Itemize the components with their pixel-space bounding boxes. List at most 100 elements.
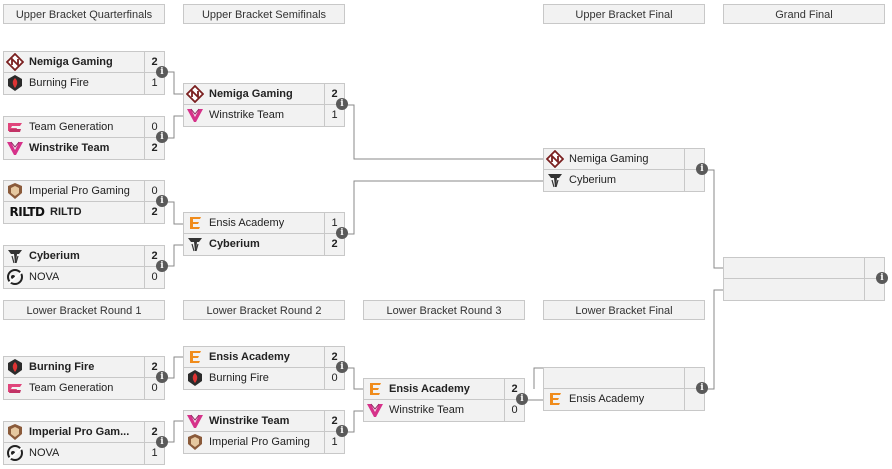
header-upper-bracket-quarterfinals: Upper Bracket Quarterfinals (3, 4, 165, 24)
empty-logo (546, 369, 564, 387)
team-row[interactable]: Nemiga Gaming 2 (3, 51, 165, 73)
team-score: 2 (144, 201, 164, 223)
winstrike-logo (366, 401, 384, 419)
header-grand-final: Grand Final (723, 4, 885, 24)
team-score: 0 (144, 116, 164, 138)
team-score (864, 278, 884, 300)
nova-logo (6, 444, 24, 462)
team-score: 2 (324, 233, 344, 255)
header-lower-bracket-round-1: Lower Bracket Round 1 (3, 300, 165, 320)
header-lower-bracket-final: Lower Bracket Final (543, 300, 705, 320)
match-info-icon[interactable]: i (336, 98, 348, 110)
match-info-icon[interactable]: i (336, 361, 348, 373)
team-row[interactable]: Nemiga Gaming (543, 148, 705, 170)
ensis-logo (186, 348, 204, 366)
team-name: Winstrike Team (209, 415, 290, 427)
match-info-icon[interactable]: i (696, 382, 708, 394)
team-score: 0 (324, 367, 344, 389)
team-score: 2 (144, 356, 164, 378)
team-row[interactable]: Imperial Pro Gam...2 (3, 421, 165, 443)
team-name: Nemiga Gaming (29, 56, 113, 68)
imperial-logo (186, 433, 204, 451)
match-info-icon[interactable]: i (336, 425, 348, 437)
team-name: NOVA (29, 447, 60, 459)
match-info-icon[interactable]: i (156, 195, 168, 207)
team-name: Cyberium (569, 174, 617, 186)
team-generation-logo (6, 379, 24, 397)
riltd-logo: RILTD (7, 203, 47, 221)
match-info-icon[interactable]: i (156, 260, 168, 272)
match-info-icon[interactable]: i (336, 227, 348, 239)
team-row[interactable]: Ensis Academy (543, 388, 705, 411)
empty-team-row[interactable] (723, 278, 885, 301)
header-lower-bracket-round-3: Lower Bracket Round 3 (363, 300, 525, 320)
match-info-icon[interactable]: i (156, 371, 168, 383)
cyberium-logo (186, 235, 204, 253)
ensis-logo (186, 214, 204, 232)
cyberium-logo (546, 171, 564, 189)
empty-team-row[interactable] (723, 257, 885, 279)
team-score: 1 (144, 72, 164, 94)
team-score: 1 (324, 212, 344, 234)
burning-fire-logo (186, 369, 204, 387)
team-row[interactable]: Winstrike Team 2 (183, 410, 345, 432)
team-score: 0 (144, 266, 164, 288)
team-row[interactable]: Cyberium (543, 169, 705, 192)
team-name: Ensis Academy (389, 383, 470, 395)
ensis-logo (366, 380, 384, 398)
team-score: 2 (144, 51, 164, 73)
team-name: Cyberium (209, 238, 260, 250)
team-score: 2 (324, 410, 344, 432)
empty-team-row[interactable] (543, 367, 705, 389)
team-name: Ensis Academy (209, 351, 290, 363)
match-gf[interactable]: i (723, 257, 888, 301)
match-info-icon[interactable]: i (156, 66, 168, 78)
match-info-icon[interactable]: i (156, 436, 168, 448)
team-name: Winstrike Team (29, 142, 110, 154)
match-info-icon[interactable]: i (156, 131, 168, 143)
team-score: 2 (144, 245, 164, 267)
match-info-icon[interactable]: i (696, 163, 708, 175)
imperial-logo (6, 182, 24, 200)
header-lower-bracket-round-2: Lower Bracket Round 2 (183, 300, 345, 320)
team-score: 1 (324, 104, 344, 126)
team-row[interactable]: Cyberium 2 (183, 233, 345, 256)
nova-logo (6, 268, 24, 286)
header-upper-bracket-semifinals: Upper Bracket Semifinals (183, 4, 345, 24)
nemiga-logo (6, 53, 24, 71)
match-info-icon[interactable]: i (876, 272, 888, 284)
winstrike-logo (6, 139, 24, 157)
match-info-icon[interactable]: i (516, 393, 528, 405)
